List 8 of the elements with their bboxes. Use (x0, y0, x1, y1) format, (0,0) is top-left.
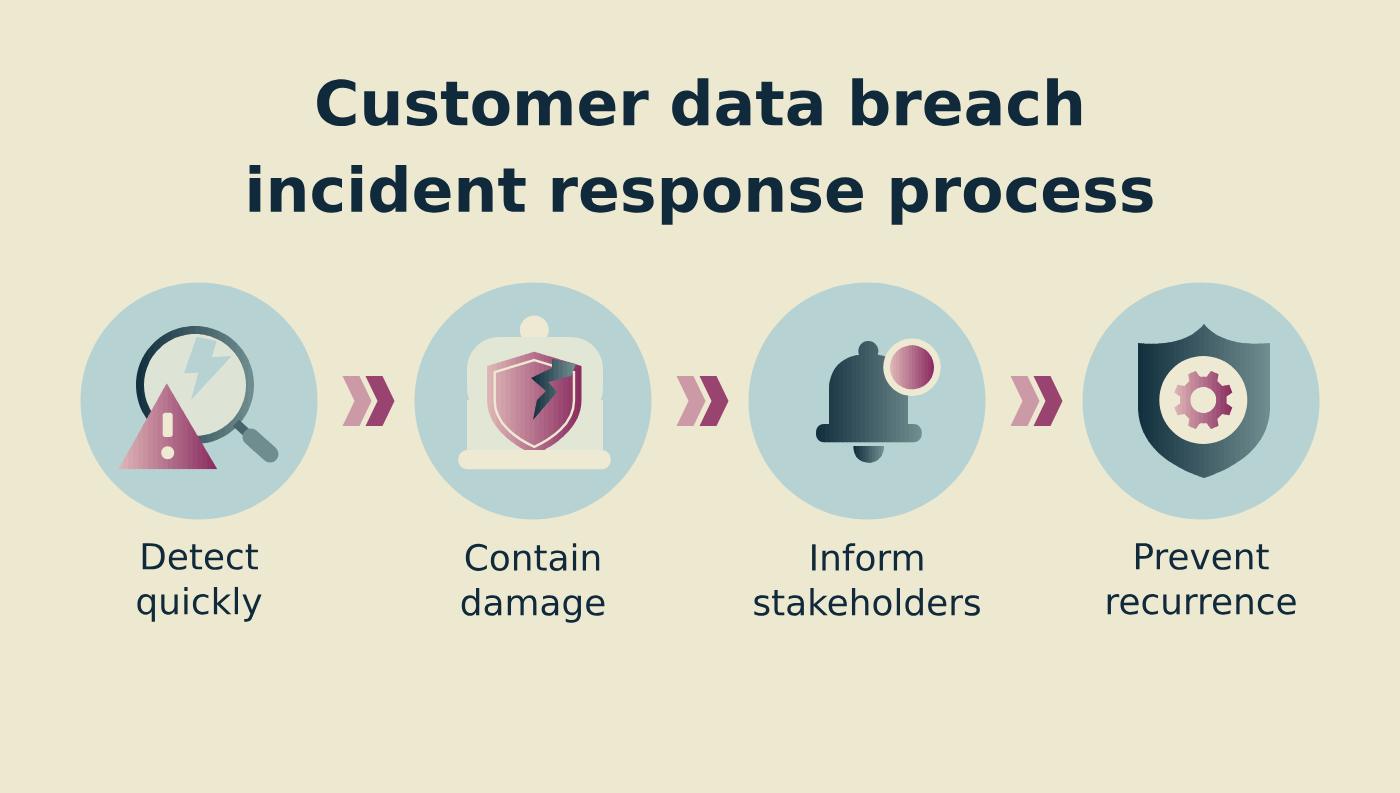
title: Customer data breach incident response process (249, 78, 1153, 225)
step-label: Detect quickly (137, 543, 262, 622)
step-label: Prevent recurrence (1107, 543, 1296, 615)
chevron-arrow (1010, 376, 1063, 426)
step-label: Inform stakeholders (754, 543, 980, 616)
chevron-arrow (676, 376, 729, 426)
chevron-arrow (342, 376, 395, 426)
step-label: Contain damage (461, 543, 605, 623)
